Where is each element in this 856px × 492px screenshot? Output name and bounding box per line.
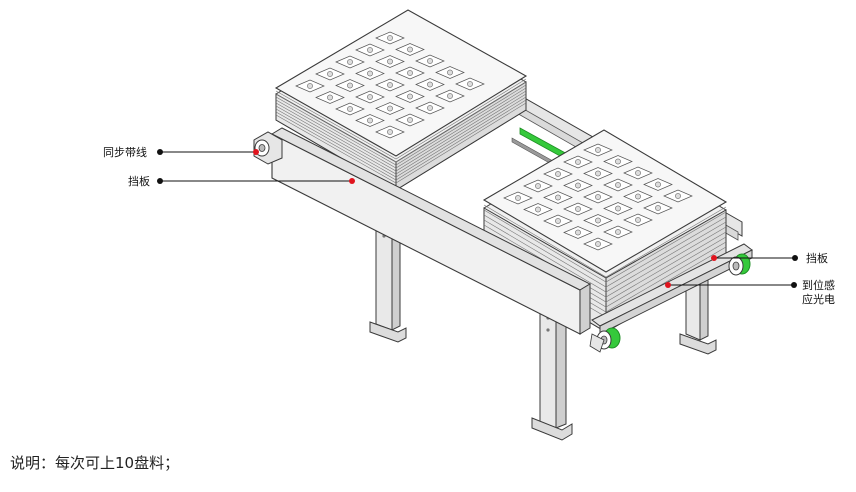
red-markers [253, 149, 717, 288]
pulley-front [589, 327, 621, 353]
stacked-tray-edge [483, 219, 727, 293]
stacked-tray-edge [483, 224, 727, 298]
stacked-tray-edge [275, 87, 527, 169]
label-sensor-line2: 应光电 [802, 293, 835, 306]
dot-sync-belt [157, 149, 163, 155]
stacked-tray-edge [483, 204, 727, 278]
label-sensor-line1: 到位感 [802, 279, 835, 292]
marker-sensor [665, 282, 671, 288]
marker-baffle-left [349, 178, 355, 184]
front-baffle-plate [270, 127, 592, 335]
stacked-tray-edge [275, 84, 527, 166]
label-sync-belt: 同步带线 [103, 146, 147, 159]
dot-sensor [791, 282, 797, 288]
stacked-tray-edge [483, 214, 727, 288]
marker-sync-belt [253, 149, 259, 155]
stacked-tray-edge [275, 102, 527, 184]
dot-baffle-right [792, 255, 798, 261]
support-leg-front [531, 299, 573, 441]
stacked-tray-edge [275, 81, 527, 163]
endpoint-dots [157, 149, 798, 288]
caption-note: 说明：每次可上10盘料； [10, 454, 180, 472]
label-baffle-left: 挡板 [128, 175, 150, 188]
stacked-tray-edge [275, 90, 527, 172]
dot-baffle-left [157, 178, 163, 184]
marker-baffle-right [711, 255, 717, 261]
tray-stack-left [274, 9, 528, 191]
stacked-tray-edge [275, 96, 527, 178]
stacked-tray-edge [275, 93, 527, 175]
stacked-tray-edge [275, 78, 527, 160]
stacked-tray-edge [483, 209, 727, 283]
callouts [160, 151, 795, 286]
pulley-right [728, 253, 751, 276]
stacked-tray-edge [275, 99, 527, 181]
label-baffle-right: 挡板 [806, 252, 828, 265]
